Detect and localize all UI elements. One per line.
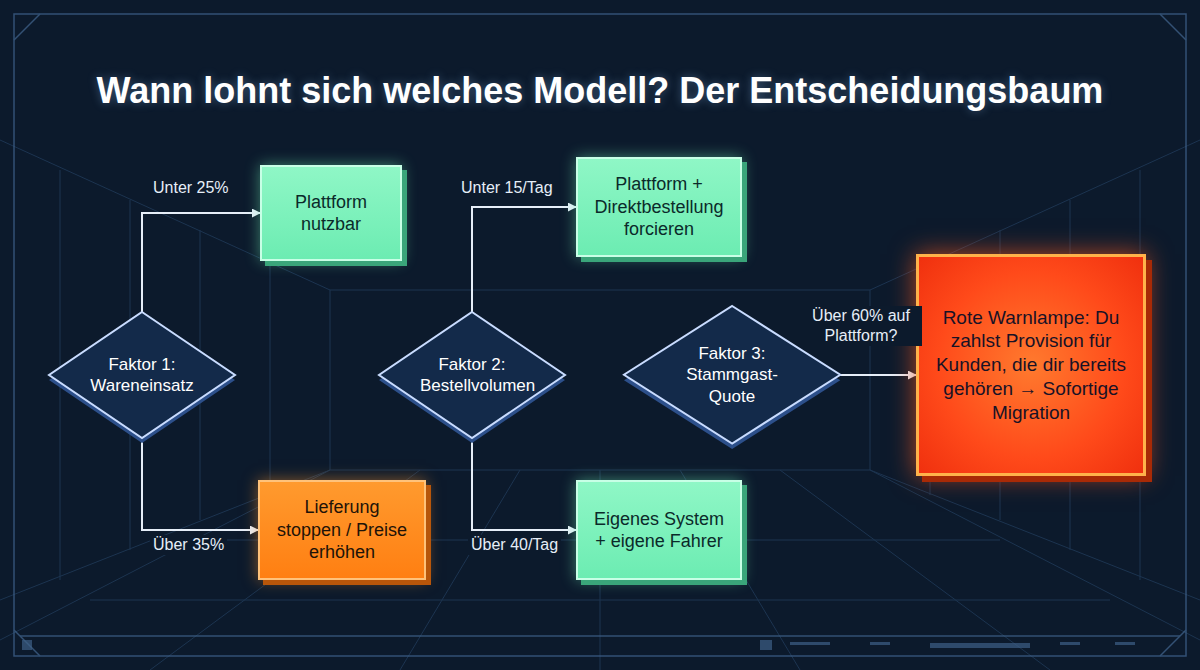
decision-diamond: Faktor 1: Wareneinsatz bbox=[49, 312, 235, 438]
connector-arrow bbox=[142, 438, 258, 530]
alert-box: Rote Warnlampe: Du zahlst Provision für … bbox=[916, 254, 1146, 476]
node-text-group: Plattform + Direktbestellung forcieren bbox=[590, 173, 728, 241]
process-box: Plattform + Direktbestellung forcieren bbox=[576, 157, 742, 257]
connector-arrow bbox=[142, 213, 260, 312]
edge-label: Unter 25% bbox=[150, 178, 232, 198]
diamond-shape bbox=[379, 312, 565, 438]
node-label: Lieferung stoppen / Preise erhöhen bbox=[272, 496, 412, 564]
node-text-group: Plattform nutzbar bbox=[274, 191, 388, 236]
diagram-title: Wann lohnt sich welches Modell? Der Ents… bbox=[0, 70, 1200, 112]
node-text-group: Faktor 2: Bestellvolumen bbox=[420, 354, 524, 397]
connector-arrow bbox=[472, 207, 576, 312]
diamond-shape bbox=[49, 312, 235, 438]
decision-diamond: Faktor 2: Bestellvolumen bbox=[379, 312, 565, 438]
edge-label: Über 40/Tag bbox=[468, 535, 561, 555]
edge-label: Unter 15/Tag bbox=[458, 178, 556, 198]
node-text-group: Faktor 1: Wareneinsatz bbox=[90, 354, 194, 397]
node-label: Eigenes System + eigene Fahrer bbox=[590, 508, 728, 553]
connector-arrow bbox=[472, 438, 576, 530]
edge-label: Über 35% bbox=[150, 535, 227, 555]
edge-label: Über 60% auf Plattform? bbox=[800, 306, 922, 346]
node-text-group: Lieferung stoppen / Preise erhöhen bbox=[272, 496, 412, 564]
node-label: Faktor 3: Stammgast-Quote bbox=[680, 343, 784, 407]
diamond-outline bbox=[49, 312, 235, 438]
connector-arrow bbox=[840, 374, 916, 376]
node-label: Faktor 2: Bestellvolumen bbox=[420, 354, 524, 397]
node-label: Rote Warnlampe: Du zahlst Provision für … bbox=[931, 306, 1131, 425]
node-text-group: Eigenes System + eigene Fahrer bbox=[590, 508, 728, 553]
node-text-group: Faktor 3: Stammgast-Quote bbox=[680, 343, 784, 407]
warning-box: Lieferung stoppen / Preise erhöhen bbox=[258, 480, 426, 580]
diamond-outline bbox=[379, 312, 565, 438]
node-label: Plattform + Direktbestellung forcieren bbox=[590, 173, 728, 241]
node-label: Plattform nutzbar bbox=[274, 191, 388, 236]
node-label: Faktor 1: Wareneinsatz bbox=[90, 354, 194, 397]
node-text-group: Rote Warnlampe: Du zahlst Provision für … bbox=[931, 306, 1131, 425]
process-box: Plattform nutzbar bbox=[260, 165, 402, 261]
process-box: Eigenes System + eigene Fahrer bbox=[576, 480, 742, 580]
